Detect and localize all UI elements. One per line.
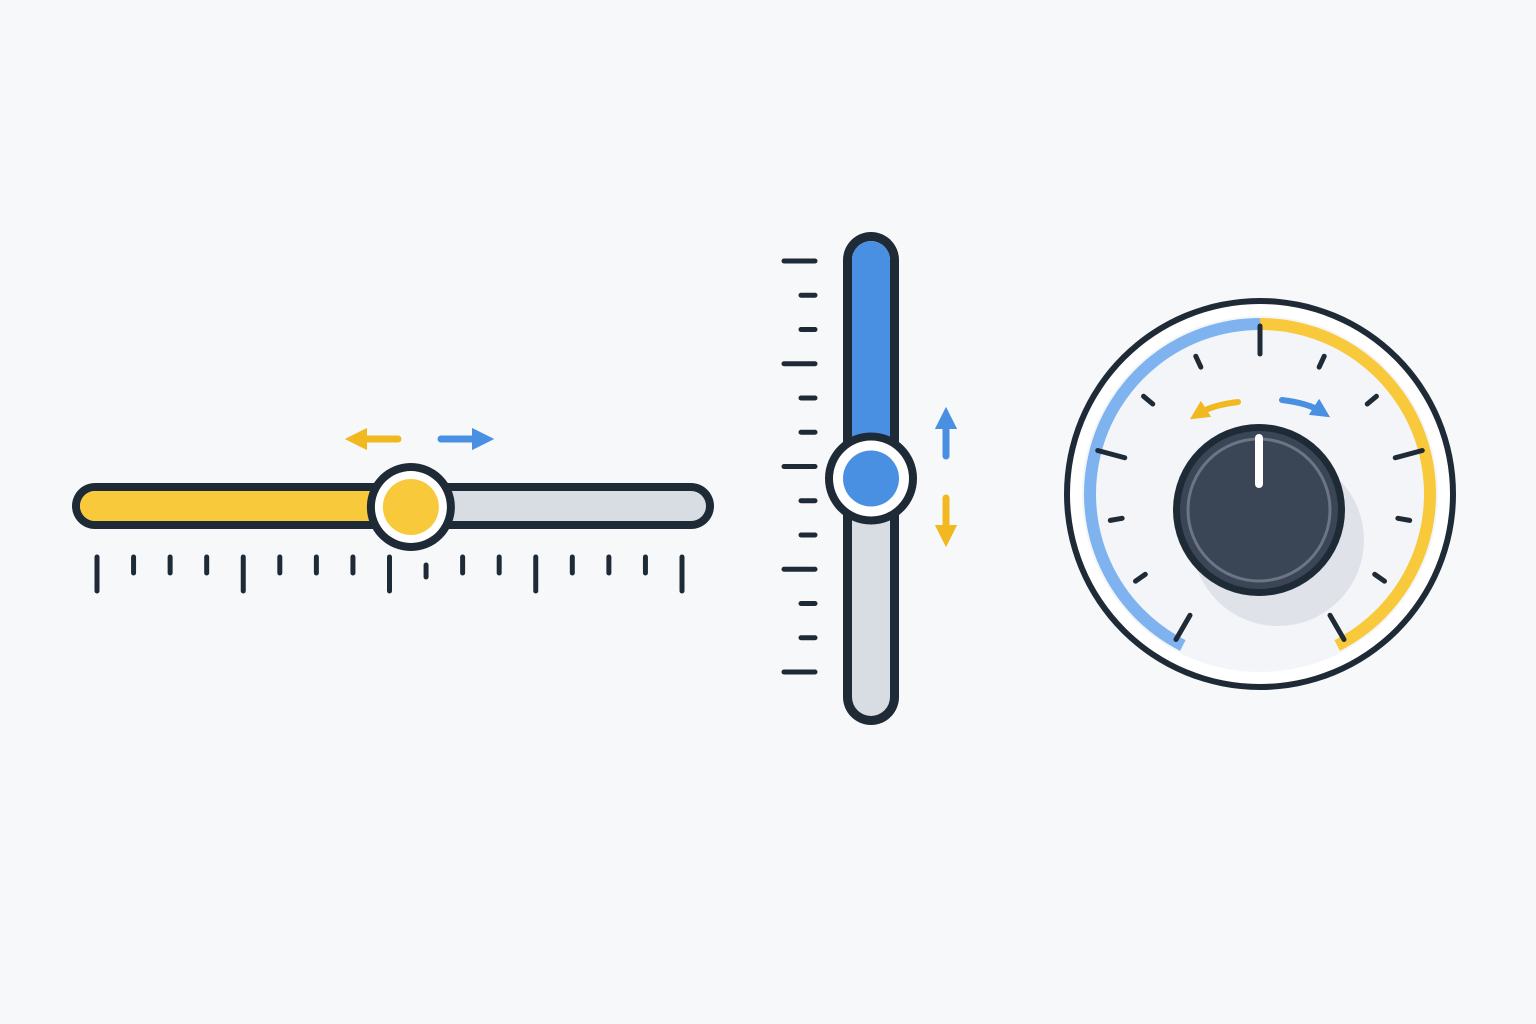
horizontal-tick-scale [94, 554, 685, 594]
dial-tick [1372, 571, 1388, 584]
dial-tick [1392, 448, 1425, 461]
horizontal-slider[interactable] [72, 427, 714, 594]
vertical-track-fill [852, 241, 890, 479]
rotary-knob[interactable] [1173, 424, 1345, 596]
dial-tick [1173, 612, 1193, 642]
vertical-slider[interactable] [781, 232, 958, 725]
dial-tick [1316, 353, 1327, 370]
rotary-knob-control[interactable] [1064, 298, 1456, 690]
dial-tick [1193, 353, 1204, 370]
dial-tick [1395, 515, 1413, 523]
rotate-cw-icon [1279, 397, 1331, 418]
dial-tick [1327, 612, 1347, 642]
dial-tick [1141, 393, 1156, 407]
dial-tick [1364, 393, 1379, 407]
dial-tick [1107, 515, 1125, 523]
dial-tick [1132, 571, 1148, 584]
horizontal-track-fill [80, 491, 411, 521]
vertical-tick-scale [781, 258, 818, 675]
dial-tick [1095, 448, 1128, 461]
vertical-slider-thumb[interactable] [825, 432, 917, 525]
dial-tick-marks [1095, 323, 1425, 642]
rotate-ccw-icon [1189, 399, 1241, 420]
horizontal-slider-thumb[interactable] [366, 463, 455, 551]
dial-arc-high [1259, 318, 1436, 651]
dial-arc-low [1084, 318, 1261, 651]
